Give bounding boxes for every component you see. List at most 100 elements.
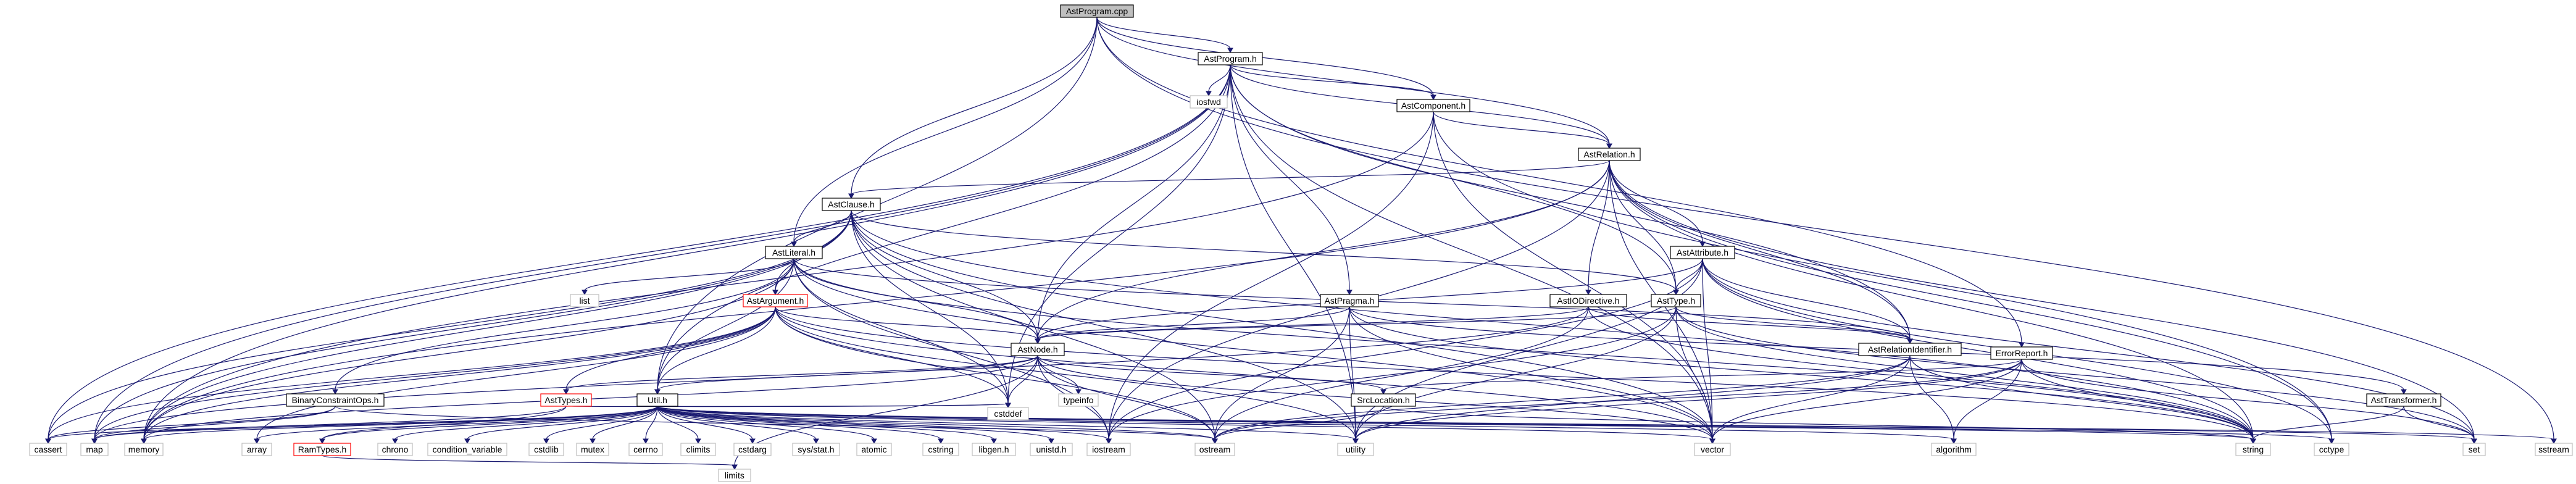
- edge-astprogram-h-to-vector: [1230, 64, 1713, 440]
- node-binconstr-h[interactable]: BinaryConstraintOps.h: [286, 393, 385, 407]
- node-label-ostream: ostream: [1199, 444, 1231, 454]
- edge-astprogram-cpp-to-astliteral-h: [793, 17, 1098, 243]
- node-astprogram-cpp[interactable]: AstProgram.cpp: [1060, 4, 1134, 18]
- node-box-string: [2235, 443, 2271, 456]
- edge-astclause-h-to-astnode-h: [851, 210, 1038, 340]
- node-box-libgen-h: [972, 443, 1016, 456]
- node-astclause-h[interactable]: AstClause.h: [822, 198, 881, 211]
- arrowhead-astnode-h-to-util-h: [654, 389, 661, 395]
- node-condvar: condition_variable: [427, 443, 507, 456]
- edge-srclocation-h-to-ostream: [1214, 406, 1384, 440]
- edge-astattribute-h-to-vector: [1702, 258, 1713, 440]
- edge-astprogram-h-to-cstddef: [1007, 64, 1231, 404]
- node-astiodirective-h[interactable]: AstIODirective.h: [1549, 294, 1627, 307]
- node-label-typeinfo: typeinfo: [1063, 395, 1093, 405]
- node-box-limits: [718, 469, 751, 482]
- edge-asttype-h-to-astnode-h: [1037, 306, 1677, 340]
- node-astnode-h[interactable]: AstNode.h: [1011, 343, 1065, 356]
- node-label-cctype: cctype: [2319, 444, 2345, 454]
- arrowhead-astrelation-h-to-astclause-h: [848, 193, 854, 199]
- node-label-binconstr-h: BinaryConstraintOps.h: [292, 395, 379, 405]
- edge-srclocation-h-to-string: [1383, 406, 2254, 440]
- edge-astrelation-h-to-astattribute-h: [1609, 160, 1703, 243]
- node-astliteral-h[interactable]: AstLiteral.h: [765, 246, 823, 259]
- edge-astclause-h-to-cstddef: [851, 210, 1009, 404]
- edge-astliteral-h-to-list: [584, 258, 794, 291]
- node-cerrno: cerrno: [628, 443, 663, 456]
- node-box-srclocation-h: [1351, 393, 1416, 407]
- node-box-chrono: [377, 443, 413, 456]
- arrowhead-astpragma-h-to-asttransformer-h: [2401, 389, 2407, 395]
- arrowhead-util-h-to-cerrno: [643, 438, 649, 444]
- edge-astliteral-h-to-util-h: [657, 258, 794, 391]
- node-astattribute-h[interactable]: AstAttribute.h: [1670, 246, 1735, 259]
- node-label-cstdlib: cstdlib: [534, 444, 559, 454]
- node-util-h[interactable]: Util.h: [636, 393, 678, 407]
- arrowhead-asttransformer-h-to-string: [2250, 438, 2256, 444]
- node-asttype-h[interactable]: AstType.h: [1651, 294, 1701, 307]
- edge-astprogram-h-to-util-h: [657, 64, 1231, 391]
- edge-astiodirective-h-to-astrelid-h: [1588, 306, 1911, 340]
- node-cstddef: cstddef: [987, 407, 1029, 420]
- edge-astattribute-h-to-string: [1702, 258, 2254, 440]
- edge-astprogram-h-to-map: [94, 64, 1231, 440]
- node-astcomponent-h[interactable]: AstComponent.h: [1396, 99, 1470, 112]
- arrowhead-util-h-to-libgen-h: [991, 438, 997, 444]
- node-astrelation-h[interactable]: AstRelation.h: [1578, 148, 1641, 161]
- node-astpragma-h[interactable]: AstPragma.h: [1320, 294, 1379, 307]
- edge-astrelation-h-to-asttype-h: [1609, 160, 1677, 291]
- arrowhead-util-h-to-cstdlib: [543, 438, 549, 444]
- node-box-astcomponent-h: [1396, 99, 1470, 112]
- node-box-unistd-h: [1030, 443, 1073, 456]
- node-mutex: mutex: [576, 443, 609, 456]
- arrowhead-util-h-to-map: [91, 438, 98, 444]
- node-asttypes-h[interactable]: AstTypes.h: [540, 393, 592, 407]
- node-label-string: string: [2243, 444, 2264, 454]
- node-astrelid-h[interactable]: AstRelationIdentifier.h: [1858, 343, 1962, 356]
- node-iosfwd: iosfwd: [1190, 95, 1228, 109]
- edge-astargument-h-to-cassert: [48, 306, 776, 440]
- node-label-unistd-h: unistd.h: [1036, 444, 1066, 454]
- edge-util-h-to-iostream: [657, 406, 1109, 440]
- node-label-limits: limits: [725, 470, 744, 480]
- node-label-cassert: cassert: [34, 444, 62, 454]
- edge-util-h-to-cstdarg: [657, 406, 753, 440]
- node-sstream: sstream: [2535, 443, 2573, 456]
- edge-astargument-h-to-array: [256, 306, 776, 440]
- node-errorreport-h[interactable]: ErrorReport.h: [1990, 346, 2053, 360]
- node-box-sysstat-h: [792, 443, 840, 456]
- node-ramtypes-h[interactable]: RamTypes.h: [293, 443, 351, 456]
- node-box-astiodirective-h: [1549, 294, 1627, 307]
- node-ostream: ostream: [1194, 443, 1235, 456]
- node-chrono: chrono: [377, 443, 413, 456]
- node-string: string: [2235, 443, 2271, 456]
- edge-astrelation-h-to-string: [1609, 160, 2254, 440]
- node-box-climits: [680, 443, 716, 456]
- arrowhead-astclause-h-to-astliteral-h: [791, 241, 797, 248]
- node-box-cstring: [922, 443, 959, 456]
- edge-astprogram-h-to-astcomponent-h: [1230, 64, 1434, 96]
- node-set: set: [2462, 443, 2486, 456]
- arrowhead-astrelation-h-to-astiodirective-h: [1585, 290, 1591, 296]
- edge-binconstr-h-to-cassert: [48, 406, 336, 440]
- node-box-atomic: [856, 443, 892, 456]
- node-astargument-h[interactable]: AstArgument.h: [743, 294, 808, 307]
- edge-util-h-to-mutex: [592, 406, 658, 440]
- arrowhead-astnode-h-to-asttypes-h: [563, 389, 569, 395]
- edge-astpragma-h-to-utility: [1349, 306, 1356, 440]
- arrowhead-util-h-to-condvar: [464, 438, 470, 444]
- node-label-iostream: iostream: [1092, 444, 1125, 454]
- node-asttransformer-h[interactable]: AstTransformer.h: [2366, 393, 2441, 407]
- edge-astcomponent-h-to-astrelation-h: [1433, 111, 1610, 145]
- arrowhead-util-h-to-atomic: [871, 438, 877, 444]
- node-box-astclause-h: [822, 198, 881, 211]
- node-label-sstream: sstream: [2538, 444, 2569, 454]
- node-box-mutex: [576, 443, 609, 456]
- node-box-astrelation-h: [1578, 148, 1641, 161]
- node-box-cstdlib: [528, 443, 564, 456]
- node-astprogram-h[interactable]: AstProgram.h: [1198, 52, 1263, 65]
- node-box-astprogram-cpp: [1060, 4, 1134, 18]
- node-srclocation-h[interactable]: SrcLocation.h: [1351, 393, 1416, 407]
